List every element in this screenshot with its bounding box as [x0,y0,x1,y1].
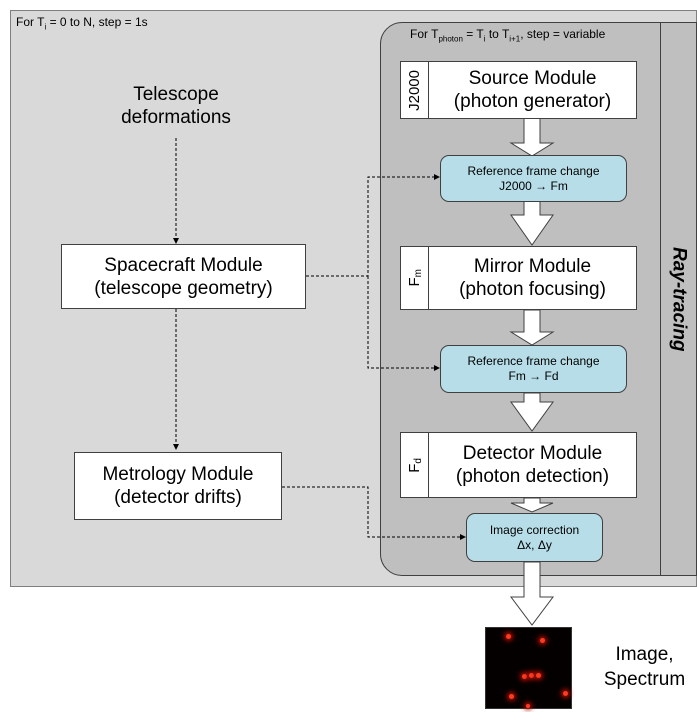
spacecraft-to-frame-change-2-arrow [367,276,440,371]
outer-loop-label: For Ti = 0 to N, step = 1s [16,15,148,32]
telescope-deformations-text: Telescope deformations [121,84,231,128]
output-label: Image, Spectrum [603,644,686,690]
metrology-to-image-correction-arrow [282,486,466,540]
frame-change-to-detector-arrow [510,392,554,432]
source-frame-tab: J2000 [401,62,429,118]
metrology-module-box: Metrology Module(detector drifts) [74,452,282,520]
spacecraft-to-frame-change-1-arrow [306,174,440,277]
mirror-frame-tab: Fm [401,247,429,309]
frame-change-2-box: Reference frame change Fm → Fd [440,345,627,393]
frame-change-to-mirror-arrow [510,200,554,246]
detector-frame-tab: Fd [401,433,429,497]
detector-image-thumbnail [485,627,572,709]
spacecraft-module-box: Spacecraft Module(telescope geometry) [61,244,306,309]
source-module-box: J2000 Source Module(photon generator) [400,61,637,119]
ray-tracing-label: Ray-tracing [668,246,690,352]
source-to-frame-change-arrow [509,117,555,157]
mirror-to-frame-change-arrow [509,309,555,346]
source-module-text: Source Module(photon generator) [453,68,612,112]
detector-module-box: Fd Detector Module(photon detection) [400,432,637,498]
detector-module-text: Detector Module(photon detection) [455,443,610,487]
mirror-module-text: Mirror Module(photon focusing) [459,256,606,300]
image-correction-box: Image correction Δx, Δy [466,513,603,562]
ray-tracing-band [660,22,697,576]
inner-loop-label: For Tphoton = Ti to Ti+1, step = variabl… [410,27,606,44]
detector-to-correction-arrow [510,497,554,513]
frame-change-1-box: Reference frame change J2000 → Fm [440,155,627,202]
mirror-module-box: Fm Mirror Module(photon focusing) [400,246,637,310]
correction-to-output-arrow [510,561,554,626]
